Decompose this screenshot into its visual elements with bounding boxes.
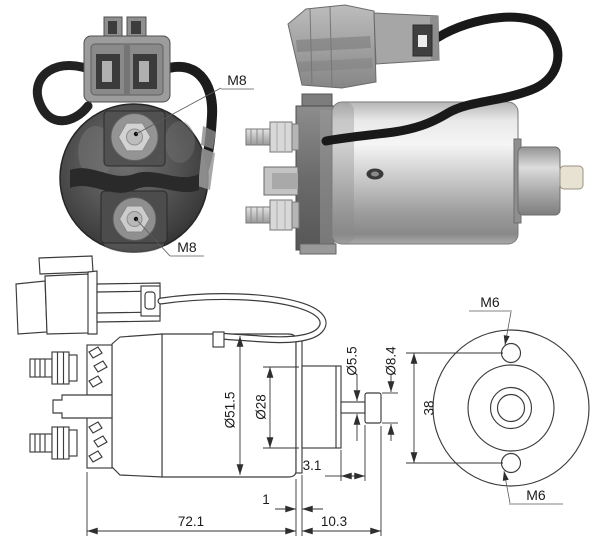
drawing-flange (295, 338, 303, 474)
bracket-tab (198, 148, 215, 190)
dim-hole-spacing-value: 38 (422, 400, 437, 415)
side-terminal-studs (245, 121, 300, 231)
solenoid-drum (331, 101, 584, 245)
dim-cap-diameter-value: Ø8.4 (384, 346, 399, 376)
solenoid-housing-side (295, 93, 337, 255)
mount-hole-top (500, 342, 522, 364)
drawing-shaft (340, 401, 366, 414)
m8-bottom-label: M8 (177, 239, 197, 255)
label-m6-bottom: M6 (502, 470, 563, 505)
plunger-tip (559, 165, 584, 190)
dim-cap-diameter: Ø8.4 (382, 346, 399, 441)
dim-body-length-value: 72.1 (178, 514, 204, 529)
dim-nose-length: 10.3 (302, 426, 382, 536)
dim-rod-length-value: 3.1 (303, 458, 322, 473)
mount-hole-bottom (500, 452, 522, 474)
label-m6-top: M6 (469, 294, 512, 346)
wire-side (321, 12, 563, 146)
dim-flange-thickness-value: 1 (262, 492, 270, 507)
dim-rod-length: 3.1 (303, 425, 366, 481)
dim-rod-diameter: Ø5.5 (345, 346, 361, 441)
dim-rod-diameter-value: Ø5.5 (345, 346, 360, 375)
dim-hole-spacing: 38 (406, 352, 503, 464)
terminal-stud-top (110, 113, 159, 161)
drawing-connector (15, 255, 161, 335)
dim-core-diameter: Ø28 (254, 366, 299, 449)
rear-view-photo: M8 M8 (32, 16, 254, 257)
drawing-cap (111, 333, 163, 478)
drawing-wire (157, 293, 327, 348)
drawing-stud-top (29, 346, 108, 388)
dim-core-diameter-value: Ø28 (254, 394, 269, 420)
dim-flange-thickness: 1 (262, 475, 323, 536)
drawing-stud-bottom (29, 421, 108, 463)
label-m8-top: M8 (133, 72, 254, 137)
dim-body-diameter-value: Ø51.5 (223, 392, 238, 429)
m6-bottom-label: M6 (526, 487, 546, 503)
end-view-drawing: 38 M6 M6 (406, 294, 590, 505)
side-view-photo (245, 4, 584, 255)
drawing-plunger-cap (364, 392, 382, 424)
connector-rear (83, 16, 171, 103)
m6-top-label: M6 (480, 294, 500, 310)
dim-nose-length-value: 10.3 (321, 514, 347, 529)
side-drawing: Ø51.5 Ø28 Ø5.5 Ø8.4 3.1 (15, 255, 399, 536)
dim-body-diameter: Ø51.5 (223, 336, 244, 475)
contact-bar (70, 168, 199, 193)
label-m8-bottom: M8 (133, 216, 204, 257)
drawing-ign-terminal (52, 394, 113, 419)
wire-loop-left (32, 61, 101, 126)
connector-side (287, 4, 440, 89)
drawing-front-cylinder (301, 365, 342, 449)
solenoid-body-rear (59, 103, 216, 253)
dim-body-length: 72.1 (86, 472, 296, 536)
m8-top-label: M8 (227, 72, 247, 88)
